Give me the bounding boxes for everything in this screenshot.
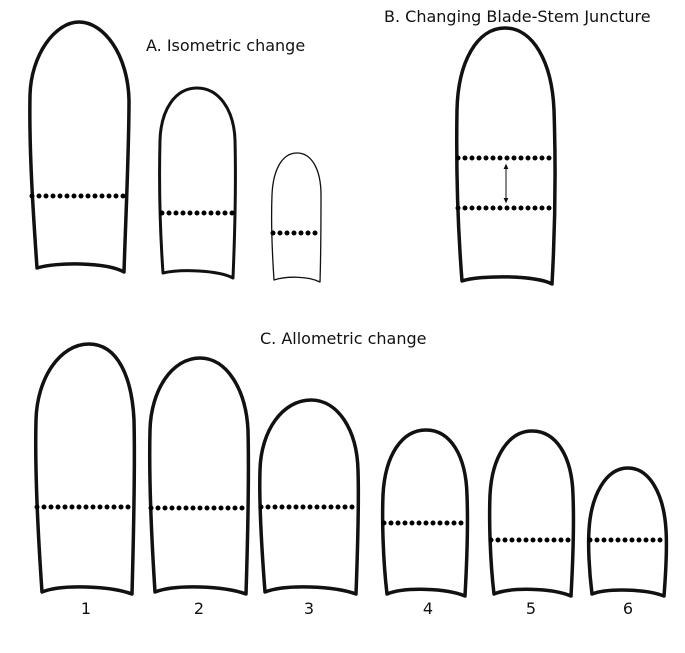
allometric-label-1: 1 [81,599,91,618]
point-outline-a-medium [158,86,237,280]
point-outline-c-5 [487,429,576,598]
allometric-label-5: 5 [526,599,536,618]
point-outline-a-small [270,152,324,283]
point-outline-a-large [28,20,131,274]
point-outline-c-3 [257,398,361,596]
point-outline-c-4 [380,428,470,598]
section-a-isometric [28,20,324,283]
section-b-title: B. Changing Blade-Stem Juncture [384,7,651,26]
allometric-label-3: 3 [304,599,314,618]
allometric-label-4: 4 [423,599,433,618]
point-outline-c-2 [147,356,251,596]
section-c-allometric: 1 2 3 4 5 6 [34,342,669,618]
allometric-label-6: 6 [623,599,633,618]
point-outline-b [455,26,557,286]
section-a-title: A. Isometric change [146,36,305,55]
point-outline-c-6 [586,466,669,598]
allometric-label-2: 2 [194,599,204,618]
point-outline-c-1 [34,342,137,596]
section-c-title: C. Allometric change [260,329,426,348]
section-b-juncture [455,26,557,286]
